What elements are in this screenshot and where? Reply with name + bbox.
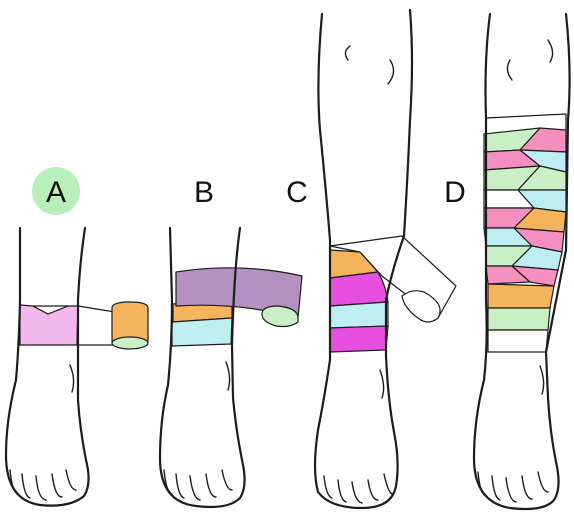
panel-c-ankle-bone xyxy=(380,370,384,398)
panel-b-label: B xyxy=(194,176,214,209)
panel-a-bandage-tail xyxy=(77,306,115,345)
panel-d-label: D xyxy=(444,176,466,209)
panel-b-ankle-bone xyxy=(226,362,230,390)
panel-d-knee-crease xyxy=(507,40,552,80)
panel-d-band-white-11 xyxy=(488,330,548,352)
panel-c-label: C xyxy=(286,176,308,209)
panel-c-magenta-band-1 xyxy=(330,272,388,306)
panel-d-ankle-bone xyxy=(540,366,544,394)
panel-a-roll-end xyxy=(112,337,148,349)
panel-d: D xyxy=(444,14,569,509)
panel-c: C xyxy=(286,10,456,508)
panel-d-band-orange-9 xyxy=(488,284,554,308)
panel-b: B xyxy=(160,176,302,507)
panel-a: A xyxy=(6,167,148,506)
panel-c-knee-crease xyxy=(345,46,393,84)
panel-b-toes xyxy=(164,470,232,500)
panel-b-cyan-band xyxy=(172,318,232,346)
panel-c-cyan-band xyxy=(330,302,388,328)
panel-a-label: A xyxy=(46,176,66,209)
panel-a-leg-outline xyxy=(6,228,89,506)
panel-c-toes xyxy=(324,474,392,503)
panel-d-band-green-10 xyxy=(488,308,550,330)
panel-c-magenta-band-2 xyxy=(330,326,388,352)
panel-a-ankle-bone xyxy=(70,365,74,392)
